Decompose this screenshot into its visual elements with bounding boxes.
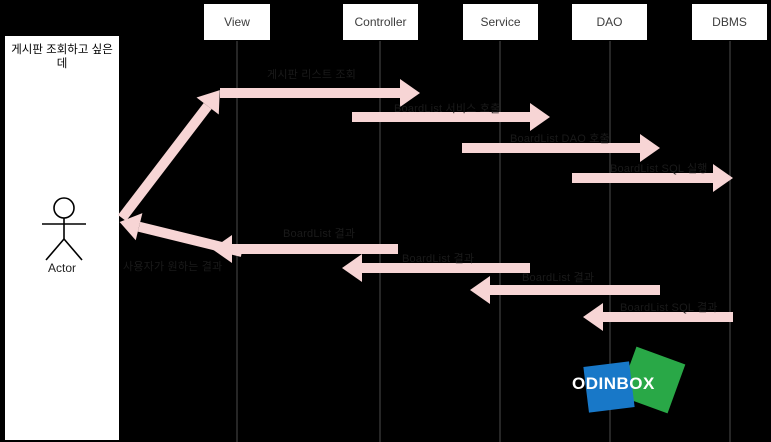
message-label: BoardList 결과: [522, 272, 595, 284]
arrow-body: [603, 312, 733, 322]
message-label: BoardList 결과: [283, 228, 356, 240]
lifeline-label: DBMS: [712, 15, 747, 29]
lifeline-dbms: [729, 41, 731, 442]
message-arrow-dao-to-service-return: [470, 276, 660, 304]
message-arrow-actor-to-view: [111, 81, 231, 227]
odinbox-logo: ODINBOX: [570, 346, 686, 420]
note-text: 게시판 조회하고 싶은데: [11, 44, 113, 71]
logo-wordmark: ODINBOX: [572, 374, 655, 393]
lifeline-label: View: [224, 15, 250, 29]
message-label: 사용자가 원하는 결과: [123, 261, 223, 273]
actor-label: Actor: [47, 261, 76, 275]
message-label: 게시판 리스트 조회: [267, 69, 357, 81]
actor-figure-icon: [42, 197, 86, 261]
arrowhead-icon: [400, 79, 420, 107]
arrowhead-icon: [713, 164, 733, 192]
message-arrow-service-to-controller-return: [342, 254, 530, 282]
message-label: BoardList SQL 실행: [610, 163, 708, 175]
lifeline-header-view: View: [203, 3, 271, 41]
arrow-body: [220, 88, 400, 98]
message-label: BoardList DAO 호출: [510, 133, 610, 145]
arrowhead-icon: [342, 254, 362, 282]
lifeline-dao: [609, 41, 611, 442]
message-arrow-view-to-actor-return: [116, 208, 245, 265]
message-arrow-view-to-controller: [220, 79, 420, 107]
lifeline-label: Service: [480, 15, 521, 29]
arrow-body: [137, 221, 244, 257]
message-label: BoardList SQL 결과: [620, 302, 718, 314]
arrow-body: [352, 112, 530, 122]
arrowhead-icon: [640, 134, 660, 162]
lifeline-header-controller: Controller: [342, 3, 419, 41]
arrow-body: [232, 244, 398, 254]
arrowhead-icon: [583, 303, 603, 331]
message-arrow-service-to-dao: [462, 134, 660, 162]
message-label: BoardList 서비스 호출: [394, 103, 501, 115]
arrow-body: [462, 143, 640, 153]
message-label: BoardList 결과: [402, 253, 475, 265]
arrow-body: [572, 173, 713, 183]
arrow-body: [490, 285, 660, 295]
lifeline-header-service: Service: [462, 3, 539, 41]
message-arrow-dao-to-dbms: [572, 164, 733, 192]
arrowhead-icon: [470, 276, 490, 304]
lifeline-controller: [379, 41, 381, 442]
lifeline-service: [499, 41, 501, 442]
lifeline-label: Controller: [354, 15, 407, 29]
message-arrow-dbms-to-dao-return: [583, 303, 733, 331]
lifeline-header-dbms: DBMS: [691, 3, 768, 41]
message-arrow-controller-to-service: [352, 103, 550, 131]
arrow-body: [118, 102, 212, 222]
lifeline-header-dao: DAO: [571, 3, 648, 41]
arrowhead-icon: [530, 103, 550, 131]
actor-note-box: 게시판 조회하고 싶은데 Actor: [4, 35, 120, 441]
lifeline-label: DAO: [596, 15, 623, 29]
arrow-body: [362, 263, 530, 273]
lifeline-view: [236, 41, 238, 442]
